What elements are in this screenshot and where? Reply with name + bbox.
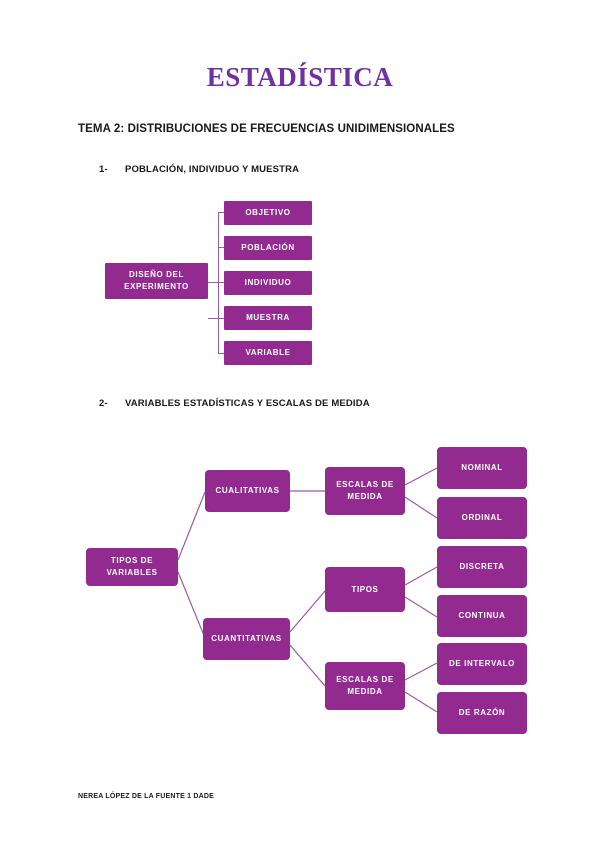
diagram-diseno-experimento: DISEÑO DEL EXPERIMENTO OBJETIVO POBLACIÓ… (0, 0, 600, 380)
section-number-2: 2- (99, 398, 108, 409)
node-de-intervalo[interactable]: DE INTERVALO (437, 643, 527, 685)
node-diseno-del-experimento[interactable]: DISEÑO DEL EXPERIMENTO (105, 263, 208, 299)
link-root-cualitativas (177, 491, 206, 561)
diagram-tipos-de-variables: TIPOS DE VARIABLES CUALITATIVAS CUANTITA… (86, 447, 527, 734)
node-tipos-de-variables[interactable]: TIPOS DE VARIABLES (86, 548, 178, 586)
node-label-line1: ESCALAS DE (336, 480, 394, 490)
node-objetivo[interactable]: OBJETIVO (224, 201, 312, 225)
node-continua[interactable]: CONTINUA (437, 595, 527, 637)
page-footer: NEREA LÓPEZ DE LA FUENTE 1 DADE (78, 793, 214, 800)
section-heading-2: 2- VARIABLES ESTADÍSTICAS Y ESCALAS DE ME… (99, 398, 370, 409)
node-label-line1: TIPOS DE (110, 556, 154, 566)
node-ordinal[interactable]: ORDINAL (437, 497, 527, 539)
link-cuantitativas-escalas2 (289, 644, 326, 687)
connector-trunk-1 (218, 212, 219, 354)
node-muestra[interactable]: MUESTRA (224, 306, 312, 330)
node-label-line2: MEDIDA (347, 687, 383, 696)
node-variable[interactable]: VARIABLE (224, 341, 312, 365)
section-title-2: VARIABLES ESTADÍSTICAS Y ESCALAS DE MEDI… (125, 398, 370, 409)
node-escalas-de-medida-cuantitativas[interactable]: ESCALAS DE MEDIDA (325, 662, 405, 710)
node-cuantitativas[interactable]: CUANTITATIVAS (203, 618, 290, 660)
topic-heading: TEMA 2: DISTRIBUCIONES DE FRECUENCIAS UN… (78, 123, 455, 135)
node-poblacion[interactable]: POBLACIÓN (224, 236, 312, 260)
link-tipos-discreta (404, 566, 438, 586)
node-tipos[interactable]: TIPOS (325, 567, 405, 612)
link-cuantitativas-tipos (289, 590, 326, 633)
section-heading-1: 1- POBLACIÓN, INDIVIDUO Y MUESTRA (99, 164, 299, 175)
node-label-line2: VARIABLES (106, 568, 158, 577)
link-root-cuantitativas (177, 571, 206, 639)
node-label-line1: DISEÑO DEL (129, 270, 184, 280)
link-escalas-nominal (404, 467, 438, 486)
node-discreta[interactable]: DISCRETA (437, 546, 527, 588)
link-escalas2-razon (404, 691, 438, 713)
node-cualitativas[interactable]: CUALITATIVAS (205, 470, 290, 512)
section-title-1: POBLACIÓN, INDIVIDUO Y MUESTRA (125, 164, 300, 175)
node-de-razon[interactable]: DE RAZÓN (437, 692, 527, 734)
node-label-line1: ESCALAS DE (336, 675, 394, 685)
node-nominal[interactable]: NOMINAL (437, 447, 527, 489)
link-escalas2-intervalo (404, 662, 438, 681)
node-individuo[interactable]: INDIVIDUO (224, 271, 312, 295)
link-escalas-ordinal (404, 496, 438, 519)
node-escalas-de-medida-cualitativas[interactable]: ESCALAS DE MEDIDA (325, 467, 405, 515)
section-number-1: 1- (99, 164, 108, 175)
node-label-line2: EXPERIMENTO (124, 282, 189, 291)
page-title: ESTADÍSTICA (206, 62, 394, 92)
link-tipos-continua (404, 596, 438, 618)
node-label-line2: MEDIDA (347, 492, 383, 501)
